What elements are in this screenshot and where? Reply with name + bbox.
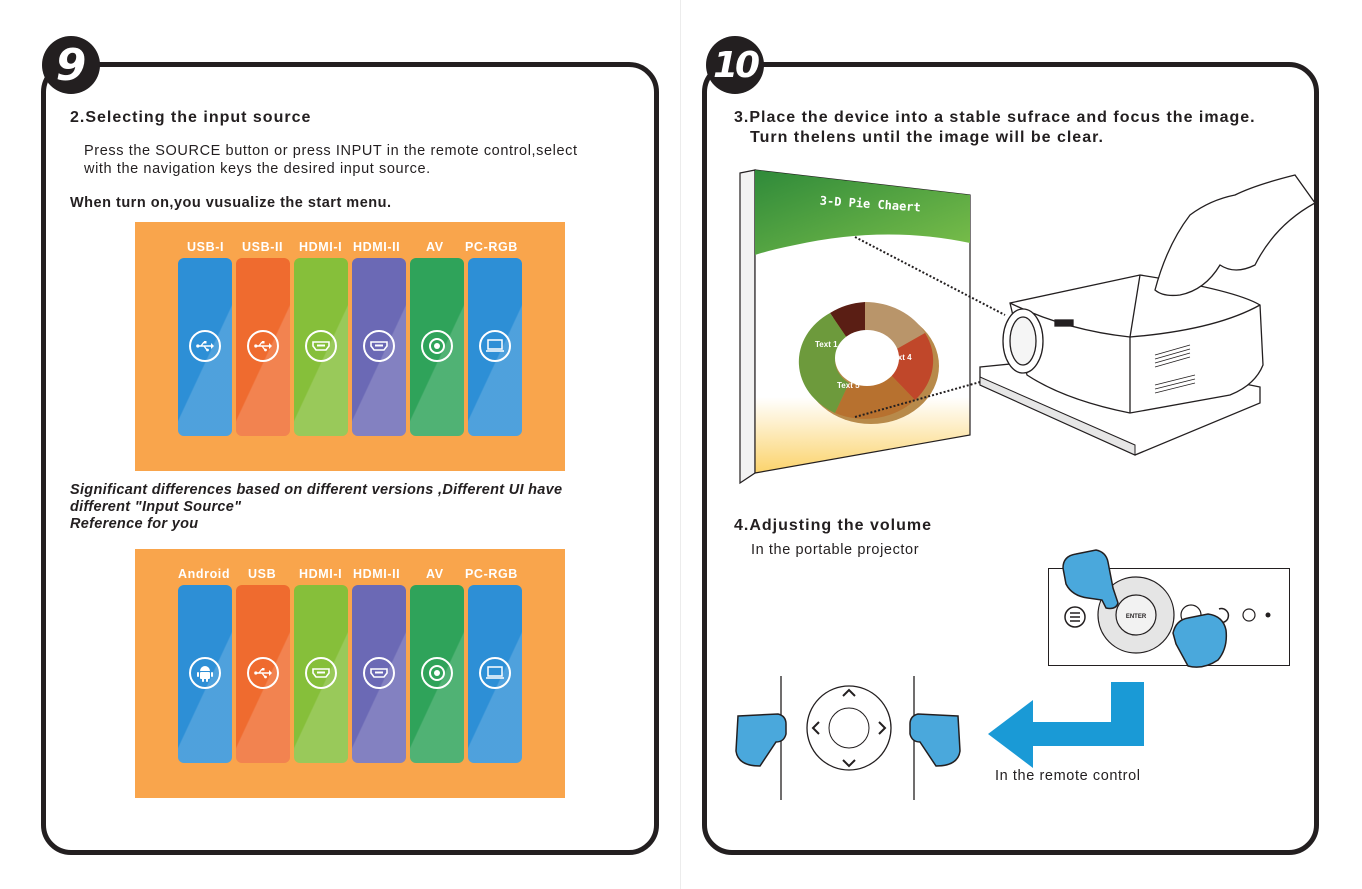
pie-label-5: Text 5 <box>837 381 860 390</box>
page-number-9: 9 <box>55 39 87 91</box>
pie-label-4: Text 4 <box>889 353 912 362</box>
source-tile-usb-ii[interactable] <box>236 258 290 436</box>
pie-label-1: Text 1 <box>815 340 838 349</box>
source-label-pc-rgb: PC-RGB <box>465 240 518 254</box>
enter-label: ENTER <box>1126 614 1147 620</box>
page-number-badge-9: 9 <box>42 36 100 94</box>
start-menu-caption: When turn on,you vusualize the start men… <box>70 195 392 211</box>
hdmi-icon <box>305 330 337 362</box>
source-tile-pc-rgb[interactable] <box>468 585 522 763</box>
instruction-line-2: with the navigation keys the desired inp… <box>84 161 431 177</box>
focus-heading-line-1: 3.Place the device into a stable sufrace… <box>734 109 1256 126</box>
volume-up-icon <box>878 721 887 735</box>
volume-heading: 4.Adjusting the volume <box>734 517 933 534</box>
instruction-line-1: Press the SOURCE button or press INPUT i… <box>84 143 578 159</box>
source-label-av: AV <box>426 240 444 254</box>
projector <box>1002 274 1264 414</box>
pie-slice-4 <box>889 333 934 400</box>
source-label-android: Android <box>178 567 231 581</box>
source-tile-android[interactable] <box>178 585 232 763</box>
power-icon <box>1242 608 1256 622</box>
source-label-usb-ii: USB-II <box>242 240 284 254</box>
page-number-10: 10 <box>712 44 760 86</box>
indicator-led <box>1265 612 1271 618</box>
pie-label-2: Text 2 <box>851 289 874 298</box>
enter-button <box>1115 594 1157 636</box>
projector-illustration: 3-D Pie Chaert Text 1 Text 2 Text 3 Text… <box>739 169 1315 485</box>
pie-slice-1 <box>798 313 849 413</box>
monitor-icon <box>479 657 511 689</box>
3d-pie-chart: Text 1 Text 2 Text 3 Text 4 Text 5 <box>798 289 939 424</box>
remote-control-caption: In the remote control <box>995 768 1141 784</box>
hdmi-icon <box>305 657 337 689</box>
down-arrow-icon <box>842 759 856 768</box>
source-tile-av[interactable] <box>410 585 464 763</box>
usb-icon <box>247 330 279 362</box>
source-tile-usb[interactable] <box>236 585 290 763</box>
page-divider <box>680 0 681 889</box>
pie-slice-3 <box>865 302 925 350</box>
input-source-heading: 2.Selecting the input source <box>70 109 312 126</box>
source-label-pc-rgb: PC-RGB <box>465 567 518 581</box>
source-label-av: AV <box>426 567 444 581</box>
usb-icon <box>189 330 221 362</box>
source-tile-hdmi-i[interactable] <box>294 258 348 436</box>
page-number-badge-10: 10 <box>706 36 764 94</box>
source-tile-hdmi-ii[interactable] <box>352 258 406 436</box>
screen-title-banner <box>755 170 970 255</box>
monitor-icon <box>479 330 511 362</box>
source-label-usb: USB <box>248 567 277 581</box>
source-label-usb-i: USB-I <box>187 240 225 254</box>
note-line-2: different "Input Source" <box>70 499 242 515</box>
source-label-hdmi-i: HDMI-I <box>299 240 343 254</box>
source-tile-hdmi-ii[interactable] <box>352 585 406 763</box>
left-pointing-hand-icon <box>735 713 787 767</box>
pie-slice-2 <box>830 302 865 338</box>
android-icon <box>189 657 221 689</box>
up-arrow-icon <box>842 688 856 697</box>
pointing-hand-top-icon <box>1062 549 1119 610</box>
source-label-hdmi-ii: HDMI-II <box>353 240 401 254</box>
beam-line-top <box>854 236 1006 316</box>
av-icon <box>421 657 453 689</box>
dpad-ok-button <box>828 707 870 749</box>
source-label-hdmi-ii: HDMI-II <box>353 567 401 581</box>
volume-down-icon <box>811 721 820 735</box>
av-icon <box>421 330 453 362</box>
pointing-hand-right-icon <box>1172 613 1228 668</box>
focus-heading-line-2: Turn thelens until the image will be cle… <box>750 129 1104 146</box>
stand-edge <box>979 376 1136 456</box>
right-pointing-hand-icon <box>909 713 961 767</box>
source-tile-pc-rgb[interactable] <box>468 258 522 436</box>
start-menu-screenshot-2: Android USB HDMI-I HDMI-II AV PC-RGB <box>135 549 565 798</box>
pie-label-3: Text 3 <box>895 301 918 310</box>
pie-slice-5 <box>835 373 915 419</box>
hdmi-icon <box>363 657 395 689</box>
note-line-1: Significant differences based on differe… <box>70 482 563 498</box>
source-tile-usb-i[interactable] <box>178 258 232 436</box>
note-line-3: Reference for you <box>70 516 199 532</box>
portable-projector-caption: In the portable projector <box>751 542 920 558</box>
source-tile-hdmi-i[interactable] <box>294 585 348 763</box>
source-tile-av[interactable] <box>410 258 464 436</box>
hdmi-icon <box>363 330 395 362</box>
source-label-hdmi-i: HDMI-I <box>299 567 343 581</box>
remote-arrow-icon <box>988 682 1144 768</box>
screen-edge <box>739 169 756 485</box>
usb-icon <box>247 657 279 689</box>
remote-dpad-illustration <box>735 676 961 800</box>
hand-illustration <box>1154 174 1315 297</box>
panel-hands <box>1062 549 1228 668</box>
start-menu-screenshot-1: USB-I USB-II HDMI-I HDMI-II AV PC-RGB <box>135 222 565 471</box>
